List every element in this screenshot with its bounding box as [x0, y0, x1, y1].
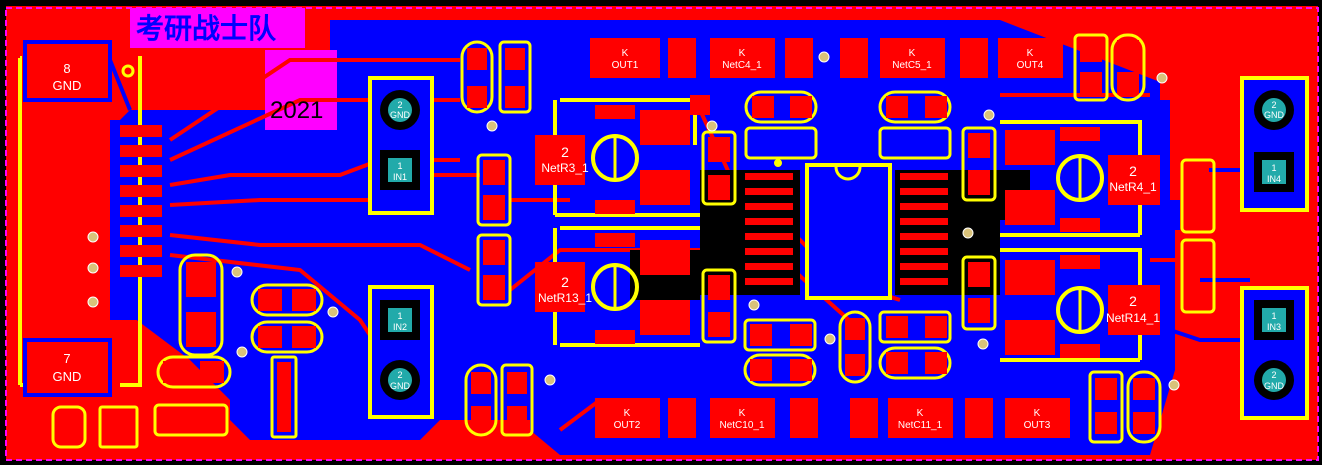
silk-year-keepout — [265, 50, 337, 130]
pad-netr3[interactable]: 2 NetR3_1 — [535, 135, 589, 185]
bottom-k-labels: K OUT2 K NetC10_1 K NetC11_1 K OUT3 — [614, 408, 1051, 431]
in1-gnd-net: GND — [390, 110, 411, 120]
k-netc11-k: K — [917, 408, 924, 419]
k-netc4-k: K — [739, 48, 746, 59]
pad-netr4[interactable]: 2 NetR4_1 — [1108, 155, 1160, 205]
k-out2-k: K — [624, 408, 631, 419]
k-out3-k: K — [1034, 408, 1041, 419]
k-netc5-net: NetC5_1 — [892, 60, 932, 71]
k-out4-net: OUT4 — [1017, 60, 1044, 71]
silk-title: 考研战士队 — [136, 13, 277, 44]
in2-net: IN2 — [393, 322, 407, 332]
in4-gnd-net: GND — [1264, 110, 1285, 120]
pad-netr13[interactable]: 2 NetR13_1 — [535, 262, 592, 312]
smd-pads — [58, 40, 1209, 442]
in3-net: IN3 — [1267, 322, 1281, 332]
silk-title-keepout — [130, 8, 305, 48]
k-netc10-k: K — [739, 408, 746, 419]
smd-components[interactable] — [51, 33, 1216, 449]
pad-netr4-num: 2 — [1129, 163, 1137, 179]
pad-7[interactable]: 7 GND — [23, 338, 112, 397]
connector-in4[interactable]: 2 GND 1 IN4 — [1240, 76, 1309, 212]
k-out1-net: OUT1 — [612, 60, 639, 71]
connector-in2[interactable]: 1 IN2 2 GND — [368, 285, 434, 419]
k-netc5-k: K — [909, 48, 916, 59]
k-out3-net: OUT3 — [1024, 420, 1051, 431]
k-netc4-net: NetC4_1 — [722, 60, 762, 71]
trimmer-pads — [640, 110, 1055, 355]
in2-gnd-net: GND — [390, 381, 411, 391]
in3-gnd-net: GND — [1264, 381, 1285, 391]
k-netc10-net: NetC10_1 — [719, 420, 764, 431]
in1-gnd-num: 2 — [397, 100, 402, 110]
in4-net: IN4 — [1267, 174, 1281, 184]
pad-8-net: GND — [53, 78, 82, 93]
trimmer-r13[interactable] — [553, 226, 700, 347]
pad-netr3-num: 2 — [561, 144, 569, 160]
pad-8[interactable]: 8 GND — [23, 40, 112, 102]
trimmer-r4[interactable] — [1000, 120, 1142, 237]
pad-netr14-num: 2 — [1129, 293, 1137, 309]
silk-year: 2021 — [270, 97, 323, 124]
left-connector-pins — [120, 125, 162, 277]
pad-netr3-net: NetR3_1 — [541, 161, 589, 175]
k-out4-k: K — [1027, 48, 1034, 59]
in4-gnd-num: 2 — [1271, 100, 1276, 110]
in3-gnd-num: 2 — [1271, 370, 1276, 380]
in4-num: 1 — [1271, 163, 1276, 173]
pad-8-number: 8 — [63, 61, 70, 76]
in1-num: 1 — [397, 161, 402, 171]
ic-pins-left — [745, 173, 793, 285]
in1-net: IN1 — [393, 172, 407, 182]
pad-netr14[interactable]: 2 NetR14_1 — [1106, 285, 1160, 335]
pad-netr4-net: NetR4_1 — [1109, 180, 1157, 194]
vias — [87, 51, 1180, 391]
k-out1-k: K — [622, 48, 629, 59]
bottom-row-diodes — [595, 398, 1070, 438]
keepout-outline — [5, 7, 1319, 461]
ic-outline[interactable] — [774, 159, 892, 300]
in2-num: 1 — [397, 311, 402, 321]
in2-gnd-num: 2 — [397, 370, 402, 380]
top-row-diodes — [590, 38, 1063, 78]
k-out2-net: OUT2 — [614, 420, 641, 431]
ic-pins-right — [900, 173, 948, 285]
pad-7-number: 7 — [63, 351, 70, 366]
pad-netr14-net: NetR14_1 — [1106, 311, 1160, 325]
pad-netr13-num: 2 — [561, 274, 569, 290]
pad-7-net: GND — [53, 369, 82, 384]
k-netc11-net: NetC11_1 — [898, 420, 943, 431]
pad-netr13-net: NetR13_1 — [538, 291, 592, 305]
connector-in3[interactable]: 1 IN3 2 GND — [1240, 286, 1309, 420]
in3-num: 1 — [1271, 311, 1276, 321]
connector-in1[interactable]: 2 GND 1 IN1 — [368, 76, 434, 215]
top-k-labels: K OUT1 K NetC4_1 K NetC5_1 K OUT4 — [612, 48, 1044, 71]
pin1-marker — [121, 64, 135, 78]
